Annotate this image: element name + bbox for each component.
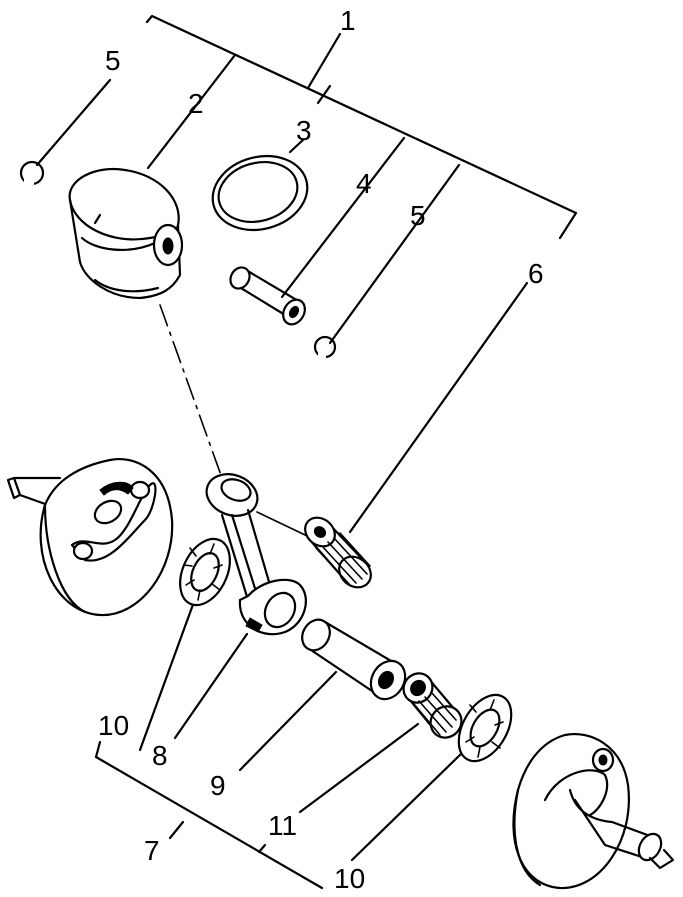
callout-9: 9 [210, 770, 226, 801]
leader-7 [168, 820, 185, 840]
crank-pin-icon [301, 618, 407, 701]
leader-5b [328, 163, 461, 345]
needle-bearing-small-icon [304, 516, 372, 589]
leader-10a [138, 597, 197, 752]
callout-4: 4 [356, 168, 372, 199]
callout-5b: 5 [410, 200, 426, 231]
callout-7: 7 [144, 835, 160, 866]
callout-11: 11 [268, 810, 297, 841]
thrust-washer-icon [179, 537, 231, 607]
bracket-assembly-1 [35, 14, 578, 534]
leader-9 [238, 670, 338, 772]
bracket-assembly-7 [94, 597, 465, 890]
leader-8 [173, 632, 249, 740]
piston-icon [68, 167, 184, 300]
crankshaft-half-left-icon [6, 458, 174, 617]
leader-6 [348, 281, 529, 534]
callout-10b: 10 [334, 863, 365, 892]
leader-11 [298, 722, 420, 814]
callout-6: 6 [528, 258, 544, 289]
leader-3 [288, 138, 305, 154]
callout-10a: 10 [98, 710, 129, 741]
leader-5a [35, 78, 112, 167]
leader-1 [306, 32, 342, 90]
tick-3 [316, 84, 332, 105]
needle-bearing-big-icon [402, 672, 463, 739]
callout-2: 2 [188, 88, 204, 119]
leader-2 [146, 53, 237, 170]
piston-pin-icon [229, 266, 306, 326]
connecting-rod-icon [205, 473, 307, 636]
leader-4 [280, 136, 406, 299]
centerline [159, 304, 223, 479]
callout-5a: 5 [105, 45, 121, 76]
callout-labels: 1 2 3 4 5 5 6 7 8 9 10 10 11 [98, 5, 544, 894]
callout-3: 3 [296, 115, 312, 146]
leader-10b [350, 750, 465, 862]
callout-1: 1 [340, 5, 356, 36]
thrust-washer-icon [457, 693, 513, 763]
crankshaft-half-right-icon [512, 733, 675, 890]
callout-8: 8 [152, 740, 168, 771]
circlip-icon [313, 335, 337, 359]
circlip-icon [19, 160, 45, 186]
piston-ring-icon [211, 154, 309, 232]
tick-bottom [257, 843, 267, 854]
